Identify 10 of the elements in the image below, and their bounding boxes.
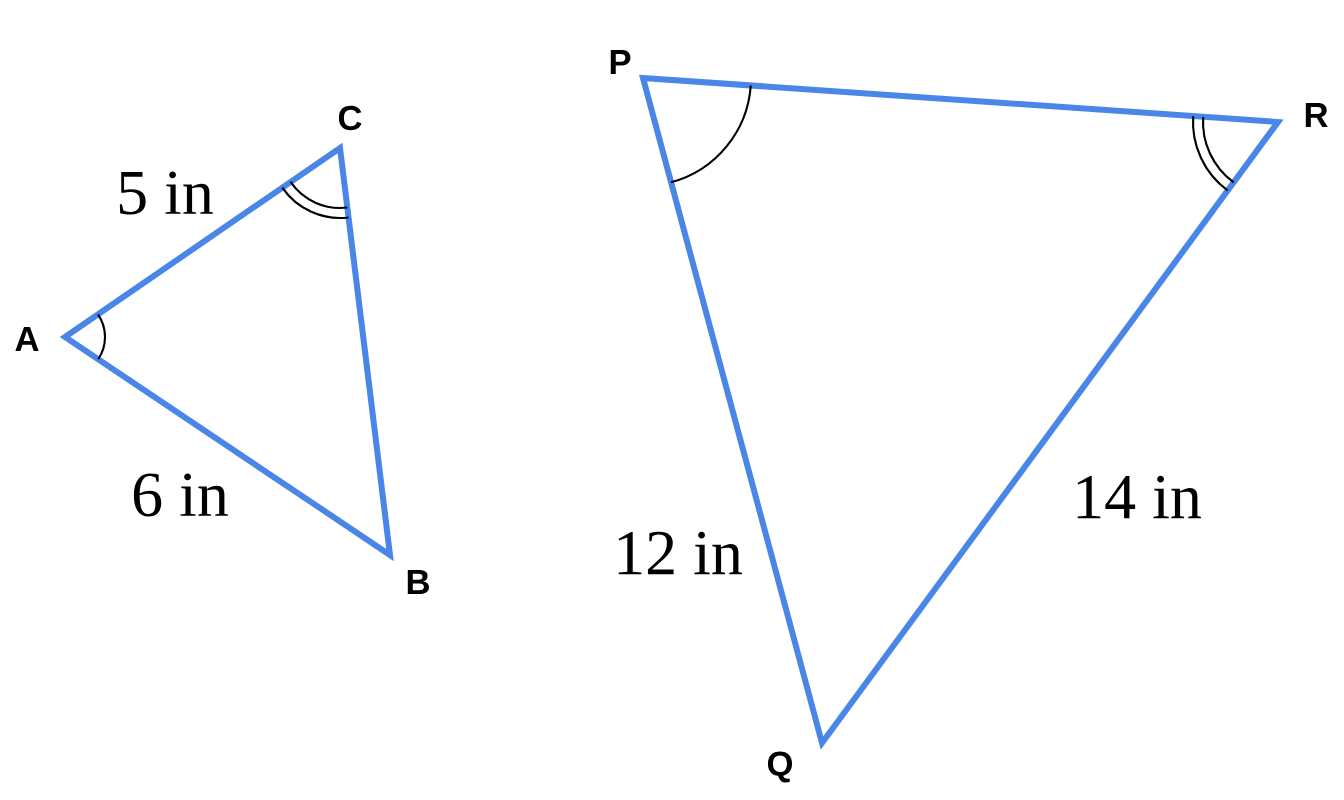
side-length: 5 in [119, 171, 213, 215]
side-length: 12 in [618, 531, 742, 575]
vertex-label: R [1305, 103, 1328, 127]
side-length: 6 in [133, 473, 228, 517]
vertex-label: B [407, 570, 429, 594]
side-length: 14 in [1077, 475, 1201, 519]
vertex-label: A [15, 327, 39, 351]
vertex-label: C [338, 105, 362, 131]
vertex-label: P [610, 50, 631, 74]
vertex-label: Q [767, 751, 793, 783]
